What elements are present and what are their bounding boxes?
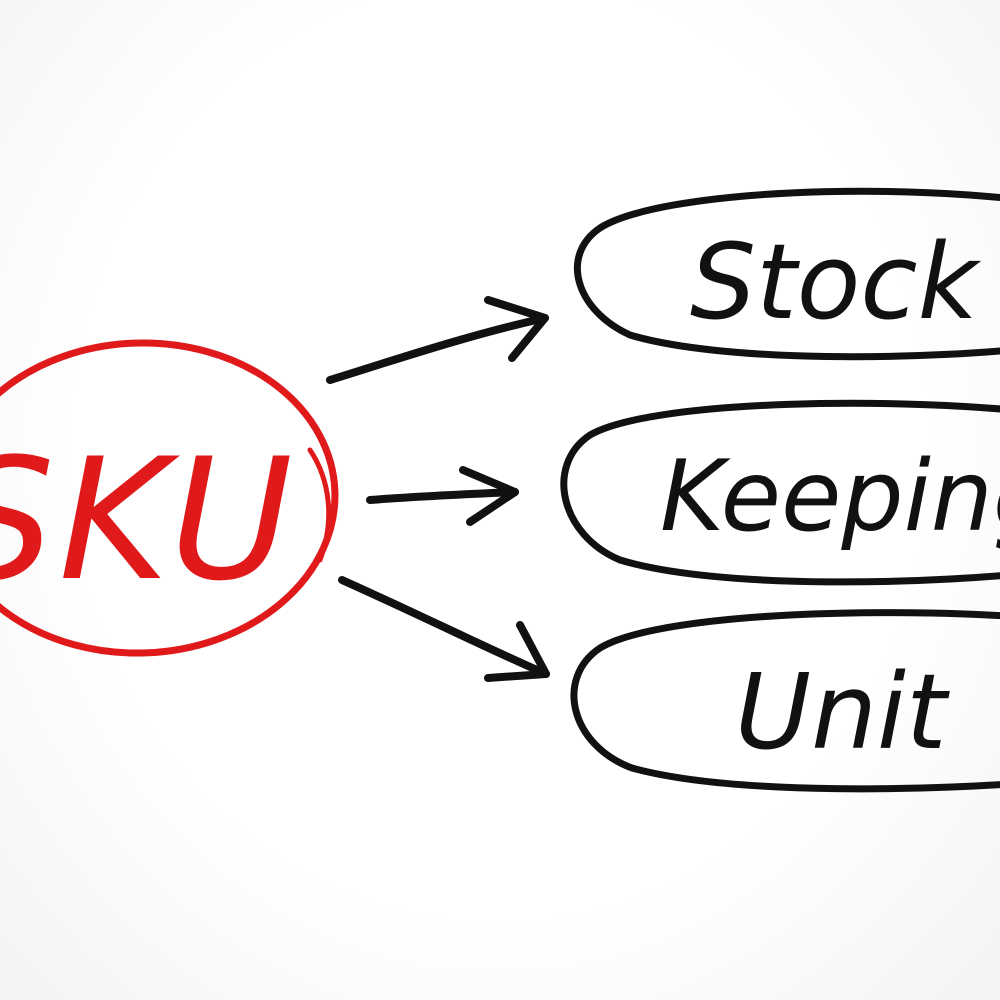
sku-ellipse (0, 339, 339, 657)
sku-label: SKU (0, 422, 297, 618)
arrow-to-unit (338, 576, 550, 678)
arrow-to-keeping (366, 488, 519, 504)
sku-node: SKU (0, 339, 339, 657)
stock-ellipse (573, 187, 1000, 361)
unit-node: Unit (570, 609, 1000, 793)
keeping-node: Keeping (560, 399, 1000, 586)
arrow-to-unit-head (484, 621, 550, 682)
unit-label: Unit (735, 651, 950, 773)
arrow-to-stock-head (484, 296, 549, 362)
arrow-to-stock (326, 314, 549, 384)
stock-node: Stock (573, 187, 1000, 361)
keeping-label: Keeping (660, 440, 1000, 554)
sku-ellipse-overlap (307, 447, 332, 563)
arrow-to-keeping-head (459, 466, 519, 526)
keeping-ellipse (560, 399, 1000, 586)
arrows (326, 296, 550, 682)
unit-ellipse (570, 609, 1000, 793)
stock-label: Stock (690, 221, 982, 343)
